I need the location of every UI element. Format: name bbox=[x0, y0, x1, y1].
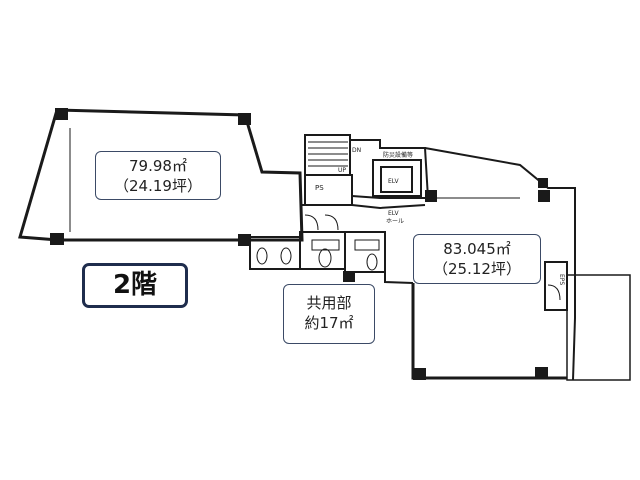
plan-annotations: DN UP PS ELV 防災設備等 ELV ホール EPS bbox=[315, 147, 565, 285]
common-area-name: 共用部 bbox=[306, 294, 352, 312]
left-office-sqm: 79.98㎡ bbox=[129, 157, 187, 175]
eps-label: EPS bbox=[558, 274, 565, 285]
left-office-tsubo: （24.19坪） bbox=[114, 177, 202, 195]
core-columns bbox=[343, 190, 550, 282]
common-area-sqm: 約17㎡ bbox=[304, 314, 354, 332]
hall-label: ホール bbox=[386, 218, 404, 225]
elevator-hall-label: ELV bbox=[388, 210, 399, 217]
right-office-tsubo: （25.12坪） bbox=[433, 260, 521, 278]
stair-down-label: DN bbox=[352, 147, 361, 154]
stair-treads bbox=[308, 141, 348, 167]
left-office-walls bbox=[18, 108, 304, 242]
right-office-sqm: 83.045㎡ bbox=[443, 240, 511, 258]
common-area-box: 共用部 約17㎡ bbox=[283, 284, 375, 344]
stair-up-label: UP bbox=[338, 167, 346, 174]
ps-label: PS bbox=[315, 184, 324, 192]
right-office-columns bbox=[413, 178, 548, 380]
right-office-walls bbox=[411, 197, 631, 381]
core-walls bbox=[249, 134, 576, 381]
fire-equipment-label: 防災設備等 bbox=[383, 151, 413, 159]
elevator-label: ELV bbox=[388, 178, 399, 185]
left-office-area-box: 79.98㎡ （24.19坪） bbox=[95, 151, 221, 200]
fixtures bbox=[256, 214, 380, 271]
left-office-columns bbox=[50, 108, 251, 246]
floor-badge: 2階 bbox=[82, 263, 188, 308]
right-office-area-box: 83.045㎡ （25.12坪） bbox=[413, 234, 541, 284]
